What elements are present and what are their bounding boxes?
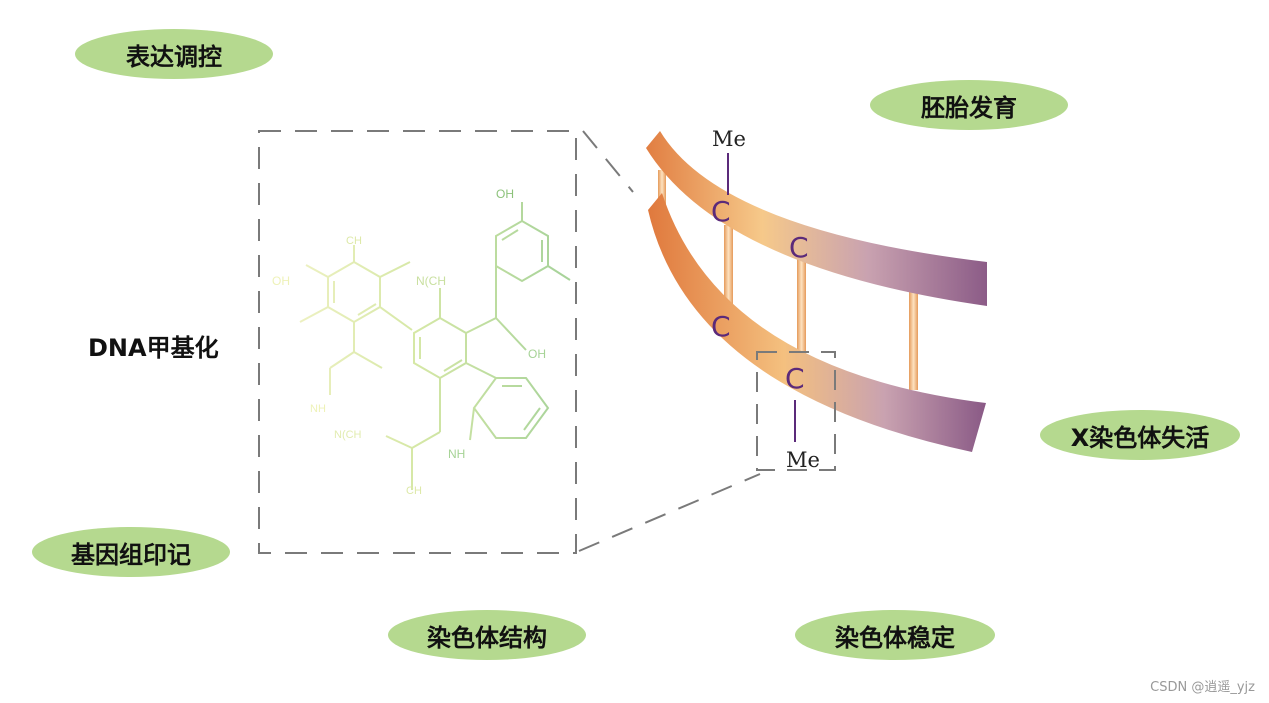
center-title: DNA甲基化	[88, 334, 219, 362]
oh-top-label: OH	[496, 187, 514, 201]
label-chromosome-structure: 染色体结构	[388, 610, 586, 660]
label-embryo-development: 胚胎发育	[870, 80, 1068, 130]
molecule-labels: OH CH OH N(CH OH NH N(CH NH CH	[272, 187, 546, 497]
label-genomic-imprinting: 基因组印记	[32, 527, 230, 577]
watermark: CSDN @逍遥_yjz	[1150, 680, 1255, 695]
nme2-bottom-label: N(CH	[334, 429, 362, 441]
dna-rung	[909, 292, 918, 390]
dna-rung	[658, 170, 666, 210]
dna-rung	[797, 258, 806, 354]
label-chromosome-stability: 染色体稳定	[795, 610, 995, 660]
dna-strand-upper	[646, 131, 987, 306]
methyl-label-bottom: Me	[786, 448, 820, 472]
zoom-box	[258, 130, 761, 554]
ch3-bottom-label: CH	[406, 485, 422, 497]
oh-right-label: OH	[528, 347, 546, 361]
nh2-right-label: NH	[448, 447, 465, 461]
label-expression-regulation: 表达调控	[75, 29, 273, 79]
cytosine-label: C	[711, 195, 731, 228]
ch3-top-label: CH	[346, 235, 362, 247]
nme2-top-label: N(CH	[416, 274, 446, 288]
methyl-label-top: Me	[712, 127, 746, 151]
methyl-focus-box	[756, 351, 836, 471]
dna-rung	[724, 225, 733, 317]
cytosine-label: C	[711, 310, 731, 343]
cytosine-label: C	[789, 231, 809, 264]
molecule-structure	[299, 202, 571, 490]
label-x-inactivation: X染色体失活	[1040, 410, 1240, 460]
dna-strand-lower	[648, 193, 986, 452]
cytosine-label: C	[785, 362, 805, 395]
dna-ladder: Me Me C C C C	[646, 127, 987, 472]
oh-left-label: OH	[272, 274, 290, 288]
nh2-left-label: NH	[310, 403, 326, 415]
